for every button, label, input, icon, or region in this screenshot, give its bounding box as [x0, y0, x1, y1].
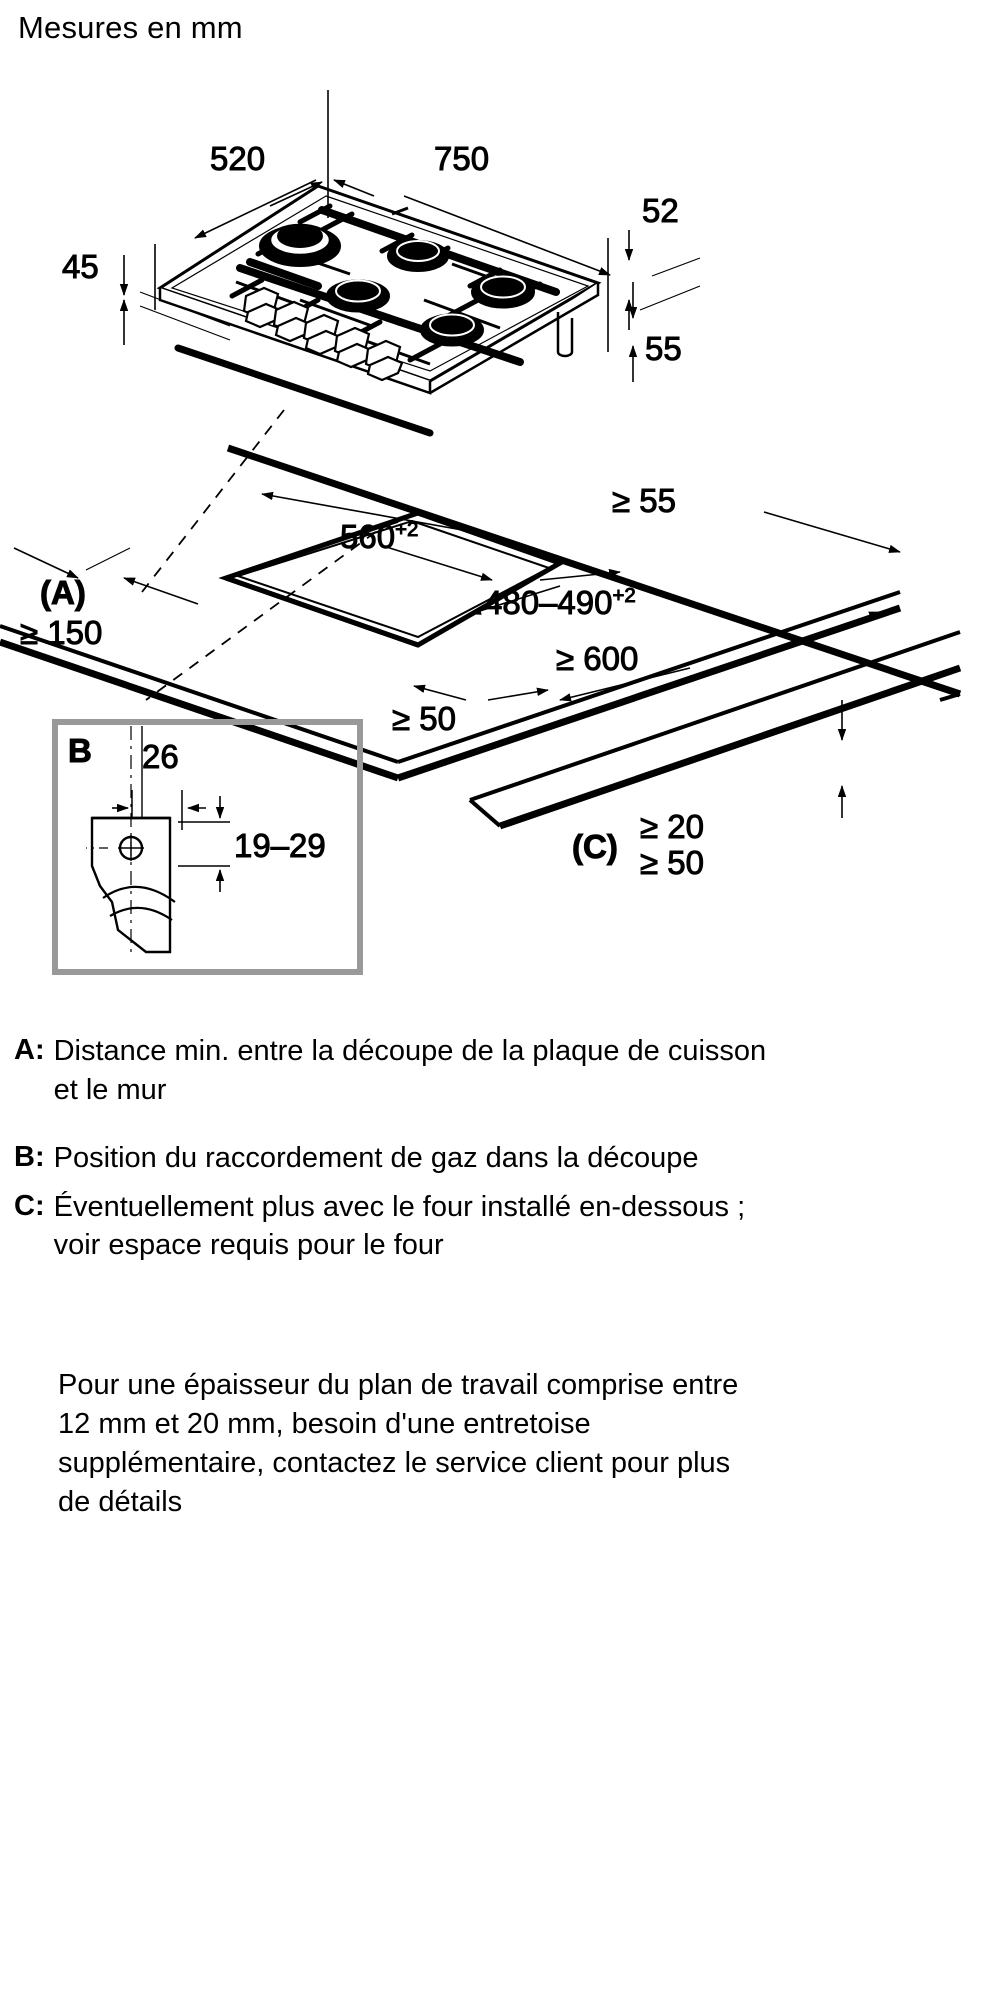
control-knobs: [242, 286, 404, 382]
dim-front-clearance: ≥ 50: [392, 700, 456, 737]
detail-b-label: B: [68, 732, 92, 769]
footnote-text: Pour une épaisseur du plan de travail co…: [58, 1369, 739, 1518]
label-A-callout: (A): [40, 574, 86, 611]
label-C-callout: (C): [572, 828, 618, 865]
dim-worktop-depth: ≥ 600: [556, 640, 638, 677]
detail-box-b: B 26: [52, 719, 363, 975]
legend-item-b: B: Position du raccordement de gaz dans …: [14, 1139, 774, 1178]
dim-wall-distance-150: ≥ 150: [20, 614, 102, 651]
dim-width-750: 750: [434, 140, 489, 177]
legend-item-a: A: Distance min. entre la découpe de la …: [14, 1032, 774, 1109]
legend-key-c: C:: [14, 1189, 45, 1222]
burner-front-left: [326, 279, 390, 313]
burner-front-center: [420, 313, 484, 347]
installation-drawing: 520 750 45 52 55: [0, 90, 962, 975]
dim-b-height-19-29: 19–29: [234, 827, 326, 864]
dim-pipe-height-55: 55: [645, 330, 682, 367]
burner-right: [471, 275, 535, 309]
dim-under-clearance-50: ≥ 50: [640, 844, 704, 881]
worktop-illustration: [0, 409, 962, 830]
legend-text-c: Éventuellement plus avec le four install…: [53, 1190, 746, 1262]
legend-notes: A: Distance min. entre la découpe de la …: [14, 1032, 774, 1275]
legend-text-b: Position du raccordement de gaz dans la …: [53, 1142, 699, 1175]
dim-cutout-width-560: 560+2: [340, 518, 418, 555]
legend-item-c: C: Éventuellement plus avec le four inst…: [14, 1188, 774, 1265]
legend-key-b: B:: [14, 1141, 45, 1174]
hob-illustration: [156, 184, 602, 437]
dim-depth-520: 520: [210, 140, 265, 177]
legend-key-a: A:: [14, 1034, 45, 1066]
burner-rear-right: [387, 240, 449, 272]
dim-under-clearance-20: ≥ 20: [640, 808, 704, 845]
dim-cutout-depth-480-490: 480–490+2: [484, 584, 636, 621]
dim-front-lip-45: 45: [62, 248, 99, 285]
dim-rear-clearance: ≥ 55: [612, 482, 676, 519]
page-title: Mesures en mm: [18, 10, 243, 45]
dim-frame-height-52: 52: [642, 192, 679, 229]
dim-b-width-26: 26: [142, 738, 179, 775]
burner-rear-left: [259, 223, 341, 267]
gas-pipe: [556, 312, 574, 358]
legend-text-a: Distance min. entre la découpe de la pla…: [53, 1035, 767, 1106]
